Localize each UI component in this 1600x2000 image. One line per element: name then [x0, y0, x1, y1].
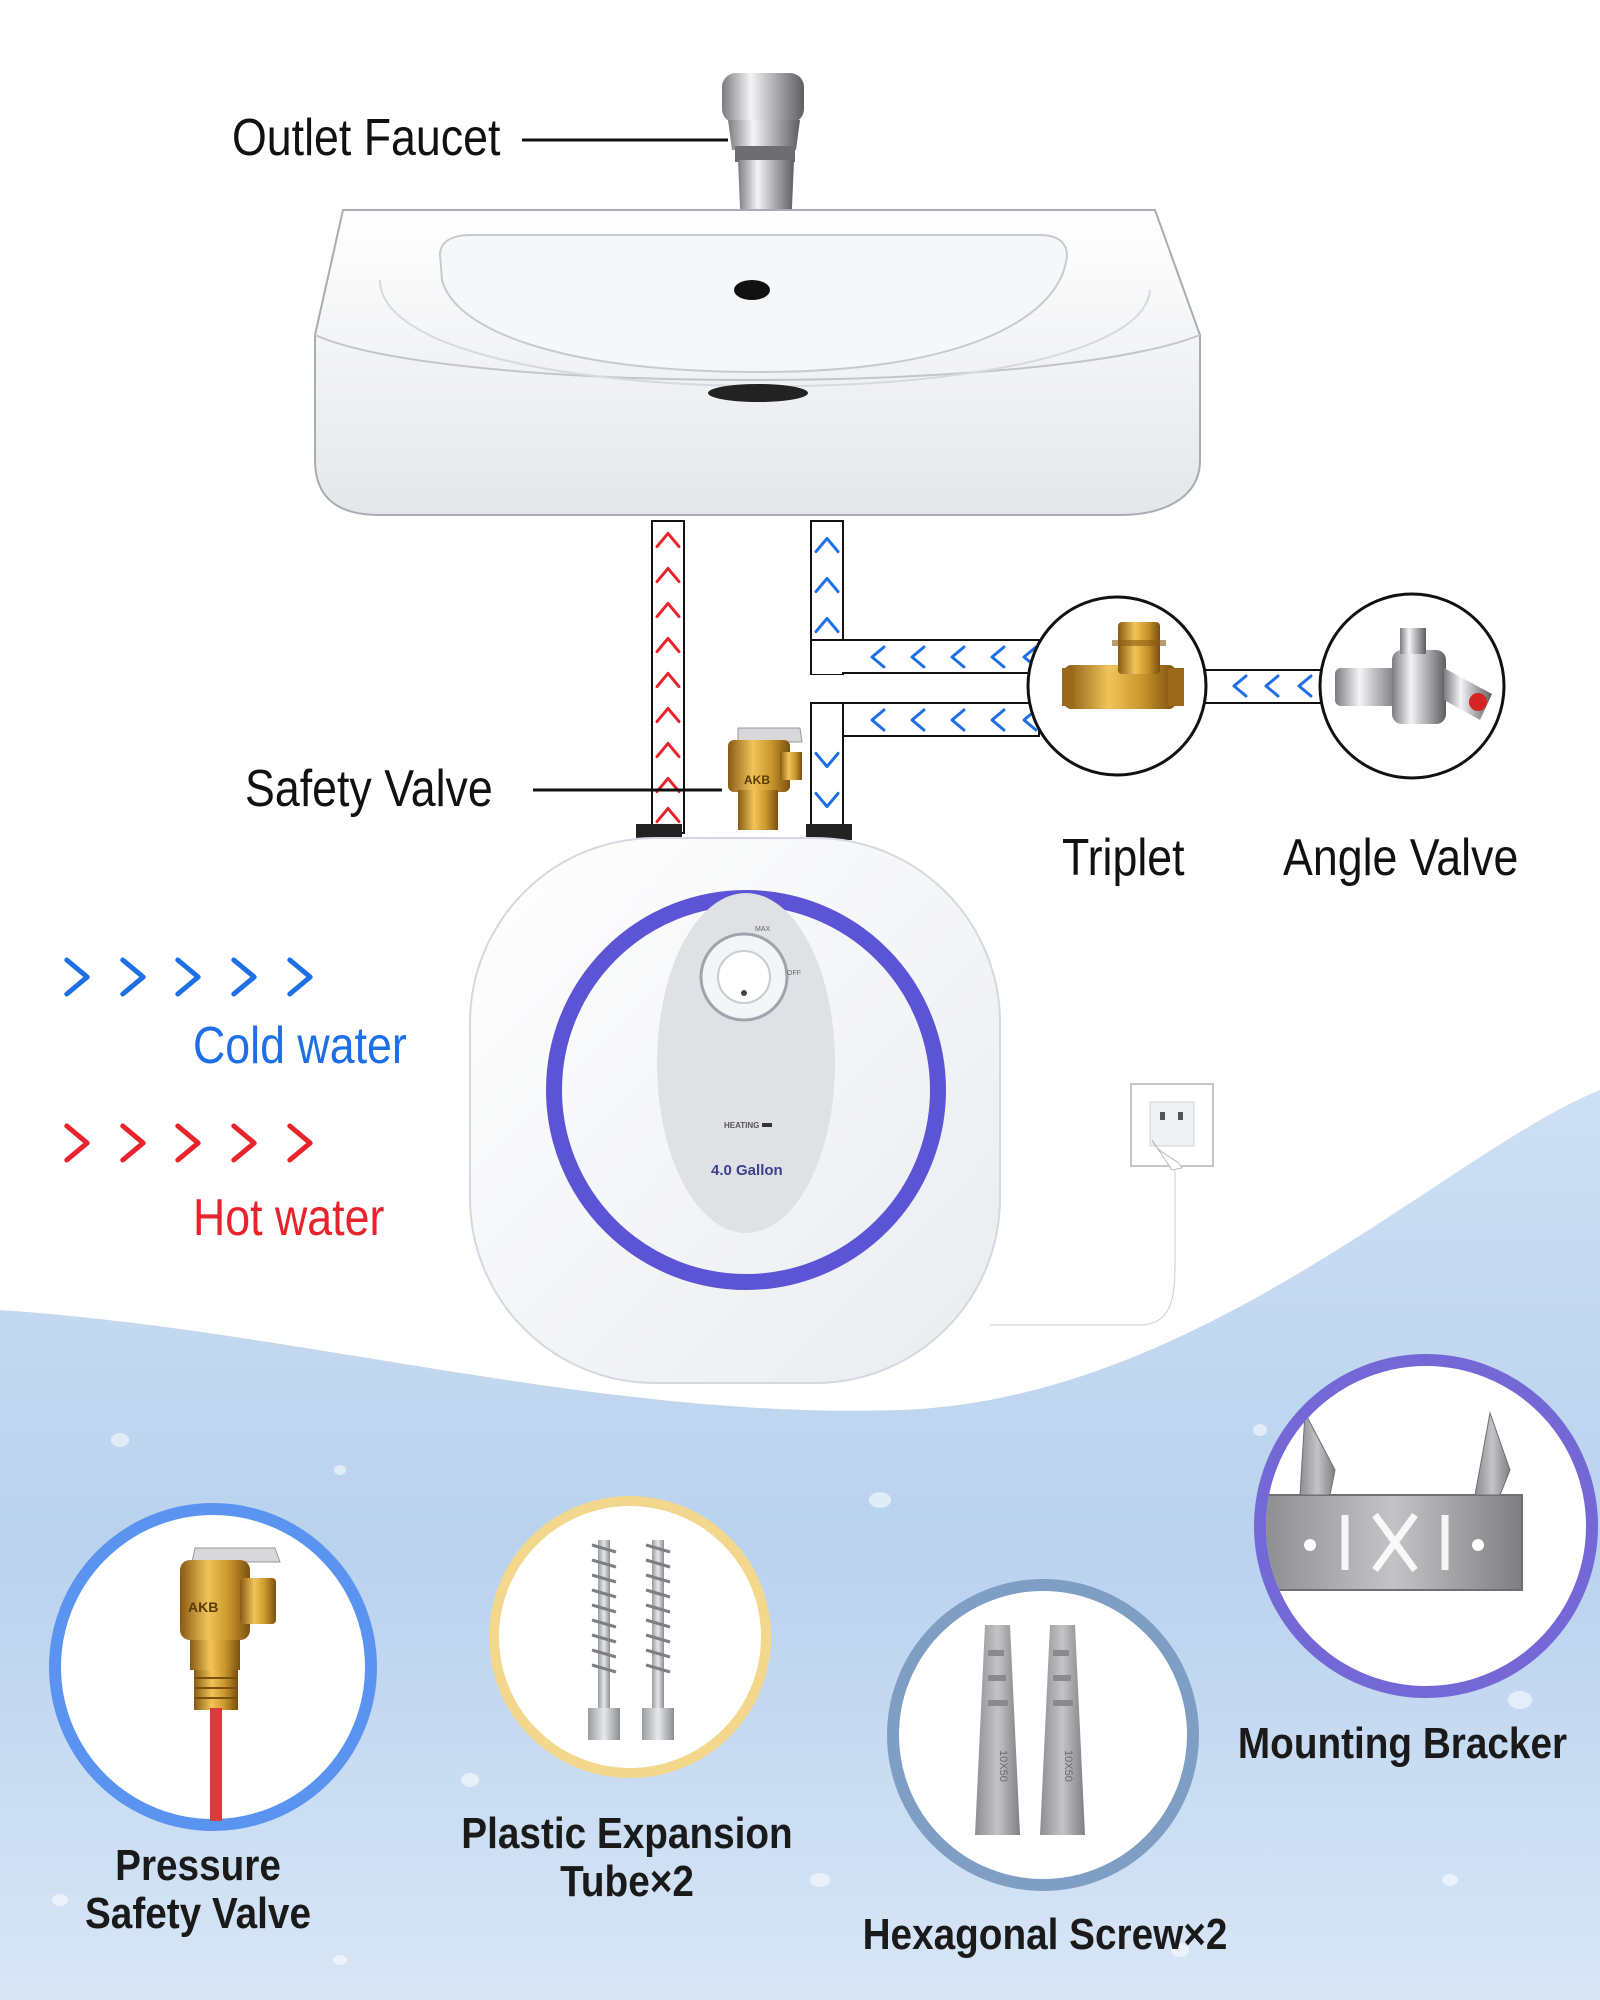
water-heater: MAX OFF HEATING 4.0 Gallon — [469, 824, 1001, 1384]
hot-flow-chevron — [655, 636, 681, 654]
hot-flow-chevron — [655, 806, 681, 824]
legend-cold-chevron — [120, 957, 146, 997]
legend-hot-chevron — [64, 1123, 90, 1163]
capacity-label: 4.0 Gallon — [711, 1162, 783, 1179]
cold-flow-chevron — [814, 751, 840, 769]
anchor-marking-left: 10X50 — [997, 1750, 1009, 1782]
cold-flow-chevron — [870, 708, 886, 732]
outlet-faucet-label: Outlet Faucet — [232, 109, 501, 167]
legend-cold-chevron — [231, 957, 257, 997]
hot-flow-chevron — [655, 531, 681, 549]
hot-flow-arrows — [655, 531, 681, 824]
power-cord — [990, 1170, 1178, 1328]
wall-anchors-icon: 10X50 10X50 — [975, 1625, 1085, 1835]
sink-illustration — [314, 209, 1201, 516]
angle-valve-icon — [1335, 628, 1492, 724]
legend-hot-chevron — [287, 1123, 313, 1163]
expansion-tube-circle — [489, 1496, 771, 1778]
screws-icon — [588, 1540, 674, 1740]
heating-indicator-label: HEATING — [724, 1121, 759, 1130]
cold-flow-chevron — [950, 645, 966, 669]
angle-valve-label: Angle Valve — [1283, 829, 1519, 887]
hex-screw-circle — [887, 1579, 1199, 1891]
cold-flow-chevron — [1232, 674, 1248, 698]
anchor-marking-right: 10X50 — [1062, 1750, 1074, 1782]
cold-flow-chevron — [990, 645, 1006, 669]
legend-hot-chevron — [175, 1123, 201, 1163]
cold-flow-chevron — [870, 645, 886, 669]
legend-cold-chevron — [287, 957, 313, 997]
cold-flow-arrows — [814, 536, 1313, 809]
safety-valve-illustration: AKB — [728, 727, 803, 830]
cold-flow-chevron — [814, 536, 840, 554]
knob-off-label: OFF — [787, 970, 801, 977]
cold-flow-chevron — [1297, 674, 1313, 698]
hot-flow-chevron — [655, 566, 681, 584]
cold-flow-chevron — [910, 708, 926, 732]
hot-flow-chevron — [655, 706, 681, 724]
legend-cold-chevron — [64, 957, 90, 997]
safety-valve-label: Safety Valve — [245, 760, 493, 818]
hot-flow-chevron — [655, 671, 681, 689]
legend-cold-chevron — [175, 957, 201, 997]
pressure-valve-brand: AKB — [188, 1599, 218, 1615]
legend-hot-chevron — [120, 1123, 146, 1163]
hexagonal-screw-label: Hexagonal Screw×2 — [862, 1910, 1228, 1959]
hot-water-pipe — [651, 520, 685, 834]
cold-flow-chevron — [814, 576, 840, 594]
hot-water-label: Hot water — [193, 1189, 385, 1247]
cold-flow-chevron — [950, 708, 966, 732]
plastic-expansion-tube-label: Plastic Expansion Tube×2 — [461, 1809, 793, 1906]
hot-flow-chevron — [655, 601, 681, 619]
hot-flow-chevron — [655, 741, 681, 759]
hot-flow-chevron — [655, 776, 681, 794]
cold-flow-chevron — [814, 791, 840, 809]
cold-water-legend-arrows — [64, 957, 313, 997]
mounting-bracket-icon — [1266, 1411, 1523, 1591]
knob-max-label: MAX — [755, 926, 771, 933]
cold-flow-chevron — [1264, 674, 1280, 698]
water-background — [0, 1090, 1600, 2000]
valve-brand-mark: AKB — [744, 773, 770, 787]
cold-flow-chevron — [910, 645, 926, 669]
triplet-icon — [1062, 622, 1184, 709]
mounting-bracket-label: Mounting Bracker — [1237, 1719, 1568, 1768]
wall-outlet-icon — [1130, 1083, 1214, 1171]
triplet-label: Triplet — [1062, 829, 1185, 887]
cold-water-label: Cold water — [193, 1017, 407, 1075]
pressure-valve-icon: AKB — [180, 1547, 281, 1821]
cold-flow-chevron — [814, 616, 840, 634]
legend-hot-chevron — [231, 1123, 257, 1163]
hot-water-legend-arrows — [64, 1123, 313, 1163]
pressure-safety-valve-label: Pressure Safety Valve — [84, 1841, 312, 1938]
cold-flow-chevron — [990, 708, 1006, 732]
